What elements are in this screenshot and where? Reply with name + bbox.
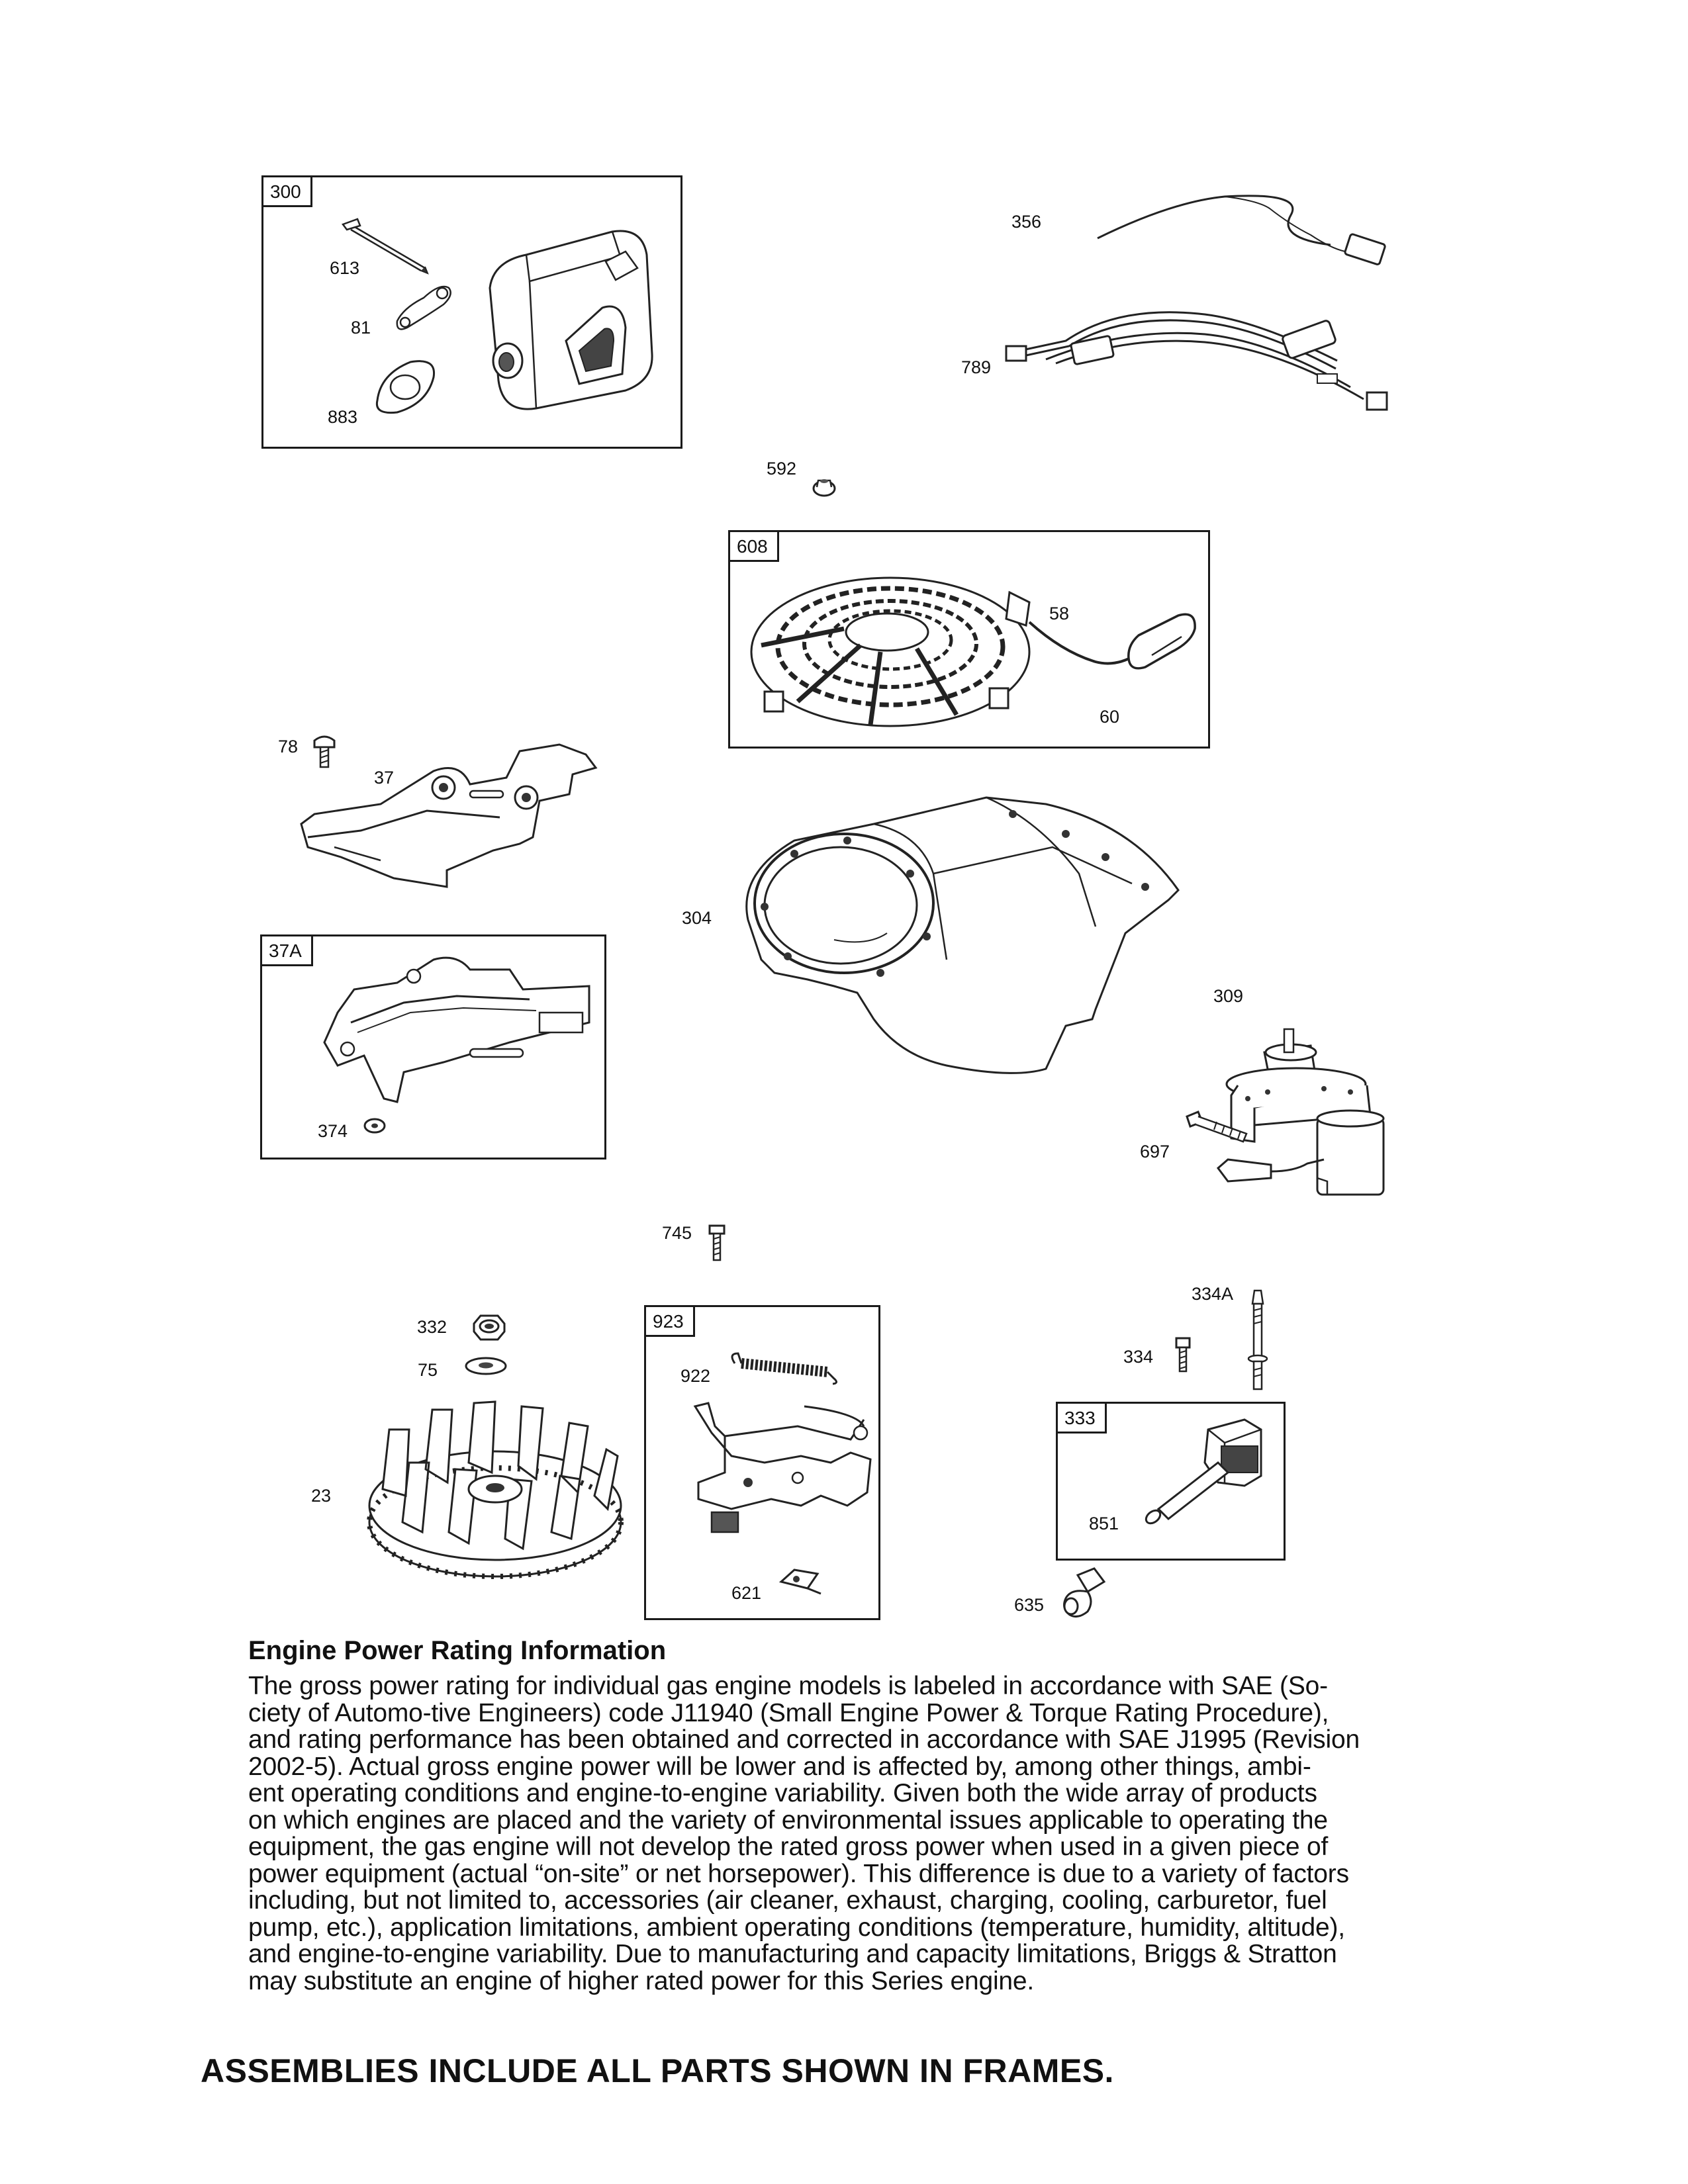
info-line: and engine-to-engine variability. Due to… xyxy=(248,1940,1337,1968)
callout-635: 635 xyxy=(1014,1595,1045,1615)
frame-333: 333 xyxy=(1056,1402,1286,1561)
callout-922: 922 xyxy=(680,1366,711,1386)
frame-37a: 37A xyxy=(260,934,606,1160)
callout-58: 58 xyxy=(1049,604,1070,623)
wire-harness-drawing xyxy=(1006,281,1390,414)
muffler-bolt-drawing xyxy=(338,215,437,275)
callout-613: 613 xyxy=(330,258,360,278)
flywheel-nut-drawing xyxy=(469,1312,510,1343)
starter-lead-drawing xyxy=(1215,1152,1327,1188)
callout-697: 697 xyxy=(1140,1142,1170,1161)
frame-923: 923 xyxy=(644,1305,880,1620)
callout-37: 37 xyxy=(374,768,395,788)
callout-60: 60 xyxy=(1100,707,1120,727)
info-line: ent operating conditions and engine-to-e… xyxy=(248,1779,1317,1807)
frame-300: 300 xyxy=(261,175,682,449)
callout-23: 23 xyxy=(311,1486,332,1506)
engine-power-rating-heading: Engine Power Rating Information xyxy=(248,1636,667,1665)
info-line: ciety of Automo-tive Engineers) code J11… xyxy=(248,1698,1329,1727)
rewind-starter-drawing xyxy=(745,566,1043,735)
ignition-armature-drawing xyxy=(1139,1416,1271,1542)
callout-334a: 334A xyxy=(1192,1284,1234,1304)
frame-608: 608 xyxy=(728,530,1210,749)
flywheel-washer-drawing xyxy=(463,1355,508,1377)
info-line: power equipment (actual “on-site” or net… xyxy=(248,1859,1349,1888)
flange-nut-drawing xyxy=(811,479,837,498)
info-line: on which engines are placed and the vari… xyxy=(248,1805,1328,1835)
flywheel-drawing xyxy=(363,1390,628,1582)
info-line: and rating performance has been obtained… xyxy=(248,1725,1360,1754)
info-line: pump, etc.), application limitations, am… xyxy=(248,1913,1345,1942)
callout-78: 78 xyxy=(278,737,299,756)
callout-851: 851 xyxy=(1089,1514,1119,1533)
muffler-body-drawing xyxy=(473,215,662,414)
callout-75: 75 xyxy=(418,1360,438,1380)
engine-power-rating-text: The gross power rating for individual ga… xyxy=(248,1672,1413,1995)
info-line: The gross power rating for individual ga… xyxy=(248,1672,1328,1700)
frame-333-tag: 333 xyxy=(1058,1404,1107,1433)
governor-spring-drawing xyxy=(728,1347,841,1387)
info-line: 2002-5). Actual gross engine power will … xyxy=(248,1752,1311,1781)
callout-304: 304 xyxy=(682,908,712,928)
stud-334a-drawing xyxy=(1244,1287,1271,1393)
callout-621: 621 xyxy=(731,1583,762,1603)
starter-bolt-drawing xyxy=(1184,1109,1253,1148)
callout-374: 374 xyxy=(318,1121,348,1141)
muffler-lock-plate-drawing xyxy=(391,275,457,334)
screw-745-drawing xyxy=(707,1223,727,1263)
assemblies-footer-note: ASSEMBLIES INCLUDE ALL PARTS SHOWN IN FR… xyxy=(201,2052,1114,2089)
starter-rope-handle-drawing xyxy=(1023,596,1201,688)
screw-334-drawing xyxy=(1173,1336,1193,1374)
frame-37a-tag: 37A xyxy=(262,936,313,966)
callout-789: 789 xyxy=(961,357,992,377)
callout-356: 356 xyxy=(1011,212,1042,232)
control-bracket-drawing xyxy=(295,738,606,893)
governor-bracket-drawing xyxy=(685,1400,877,1535)
callout-332: 332 xyxy=(417,1317,447,1337)
info-line: equipment, the gas engine will not devel… xyxy=(248,1833,1329,1861)
callout-745: 745 xyxy=(662,1223,692,1243)
frame-300-tag: 300 xyxy=(263,177,312,207)
spark-plug-terminal-drawing xyxy=(1058,1565,1111,1621)
ground-wire-drawing xyxy=(1092,189,1403,281)
callout-334: 334 xyxy=(1123,1347,1154,1367)
bracket-screw-drawing xyxy=(311,731,338,771)
callout-592: 592 xyxy=(767,459,797,478)
muffler-gasket-drawing xyxy=(371,354,444,417)
frame-608-tag: 608 xyxy=(730,532,779,562)
callout-309: 309 xyxy=(1213,986,1244,1006)
bracket-washer-drawing xyxy=(363,1117,387,1134)
callout-883: 883 xyxy=(328,407,358,427)
info-line: including, but not limited to, accessori… xyxy=(248,1886,1327,1915)
governor-clip-drawing xyxy=(778,1562,824,1598)
callout-81: 81 xyxy=(351,318,371,338)
frame-923-tag: 923 xyxy=(646,1307,695,1337)
info-line: may substitute an engine of higher rated… xyxy=(248,1966,1035,1995)
control-bracket-37a-drawing xyxy=(311,950,602,1105)
starter-motor-drawing xyxy=(1218,1026,1417,1205)
blower-housing-drawing xyxy=(735,794,1185,1079)
